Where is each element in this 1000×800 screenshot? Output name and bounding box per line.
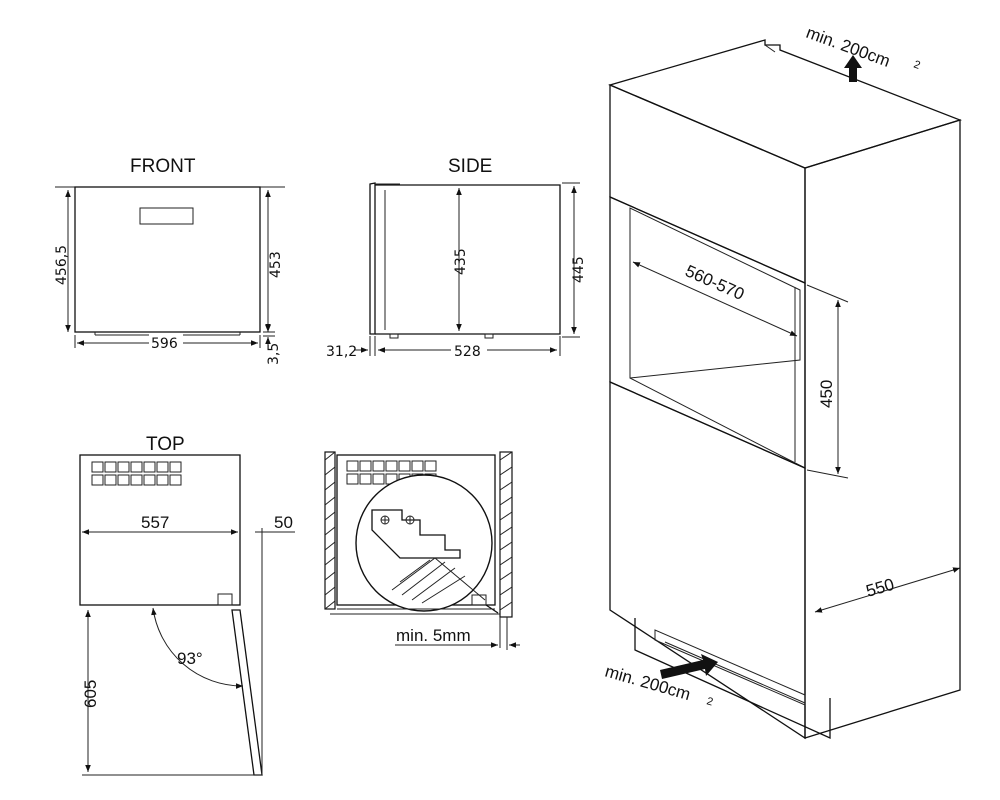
cabinet-niche-width: 560-570: [682, 261, 747, 304]
front-width: 596: [151, 336, 178, 352]
cabinet-depth: 550: [864, 575, 897, 601]
top-door-thickness: 50: [274, 513, 293, 532]
side-title: SIDE: [448, 156, 492, 177]
side-height-total: 445: [571, 256, 587, 283]
cabinet-top-face: [608, 39, 962, 169]
front-display: [139, 207, 194, 225]
side-height-inner: 435: [453, 248, 469, 275]
top-width: 557: [141, 513, 169, 532]
top-body: [79, 454, 241, 606]
side-view: SIDE 435 445 528 31,2: [326, 156, 587, 360]
top-open-depth: 605: [81, 680, 100, 708]
detail-hinge-shape: [371, 509, 461, 559]
front-view: FRONT 456,5 453 3,5 596: [54, 156, 285, 365]
top-open-door: [231, 609, 263, 776]
side-body: [375, 184, 561, 335]
cabinet-niche: [609, 196, 806, 469]
top-title: TOP: [146, 434, 185, 455]
cabinet-upper-panel: [609, 84, 806, 284]
top-open-angle: 93°: [177, 649, 203, 668]
front-title: FRONT: [130, 156, 196, 177]
vent-top-arrow: [844, 55, 862, 82]
cabinet-plinth: [634, 618, 831, 740]
side-front-panel-dim: 31,2: [326, 344, 357, 360]
cabinet-lower-panel: [609, 381, 806, 740]
top-vent-grid: [91, 461, 182, 486]
top-view: TOP 557 50 93° 605: [79, 434, 295, 776]
cabinet-niche-height: 450: [817, 380, 836, 408]
cabinet-side-face: [804, 119, 961, 739]
vent-bottom-arrow: [660, 654, 718, 679]
vent-bottom-sup: 2: [705, 695, 714, 708]
front-body: [74, 186, 261, 333]
front-height-body: 453: [268, 251, 284, 278]
detail-min-gap: min. 5mm: [396, 626, 471, 645]
side-depth: 528: [454, 344, 481, 360]
top-angle-arc: [151, 607, 244, 689]
top-hinge: [217, 593, 233, 606]
front-height-total: 456,5: [54, 245, 70, 285]
side-front-panel: [369, 182, 376, 335]
cabinet-view: 560-570 450 550 min. 200cm 2 min. 200cm …: [603, 23, 962, 740]
detail-view: min. 5mm: [324, 451, 520, 650]
vent-top-sup: 2: [912, 59, 922, 72]
front-feet: 3,5: [266, 343, 282, 365]
